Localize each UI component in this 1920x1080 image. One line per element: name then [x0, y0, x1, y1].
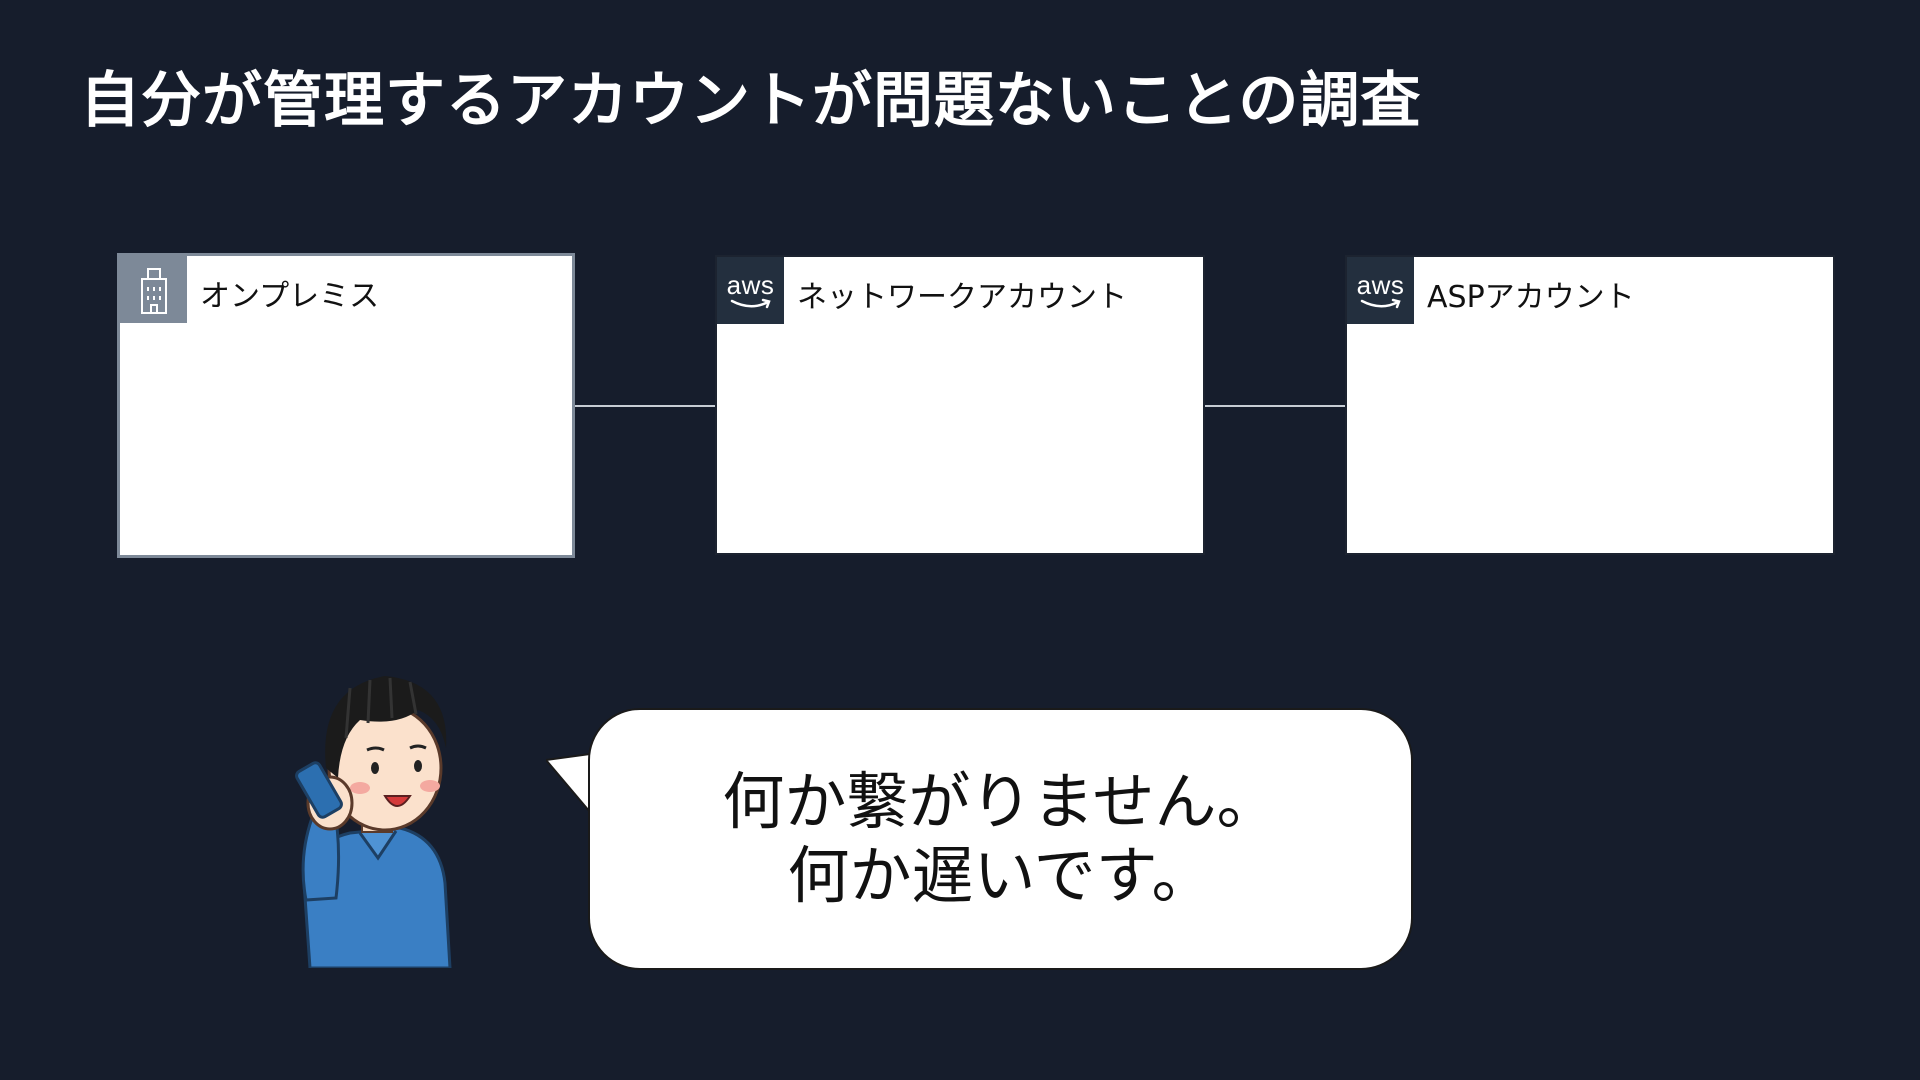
- connector-onprem-network: [575, 405, 715, 407]
- asp-account-label: ASPアカウント: [1427, 280, 1635, 315]
- person-on-phone-illustration: [290, 668, 470, 972]
- network-account-label: ネットワークアカウント: [797, 280, 1127, 315]
- speech-bubble: 何か繋がりません。 何か遅いです。: [588, 708, 1413, 970]
- asp-account-box: aws ASPアカウント: [1345, 255, 1835, 555]
- speech-line: 何か繋がりません。: [722, 765, 1279, 838]
- network-account-box: aws ネットワークアカウント: [715, 255, 1205, 555]
- aws-logo-text: aws: [1356, 269, 1405, 300]
- slide-title: 自分が管理するアカウントが問題ないことの調査: [80, 66, 1422, 136]
- onprem-label: オンプレミス: [200, 279, 380, 314]
- aws-logo-text: aws: [726, 269, 775, 300]
- building-icon: [120, 256, 187, 323]
- aws-logo-icon: aws: [717, 257, 784, 324]
- aws-logo-icon: aws: [1347, 257, 1414, 324]
- speech-bubble-tail: [546, 753, 591, 812]
- speech-line: 何か遅いです。: [787, 839, 1214, 912]
- connector-network-asp: [1205, 405, 1345, 407]
- onprem-box: オンプレミス: [117, 253, 575, 558]
